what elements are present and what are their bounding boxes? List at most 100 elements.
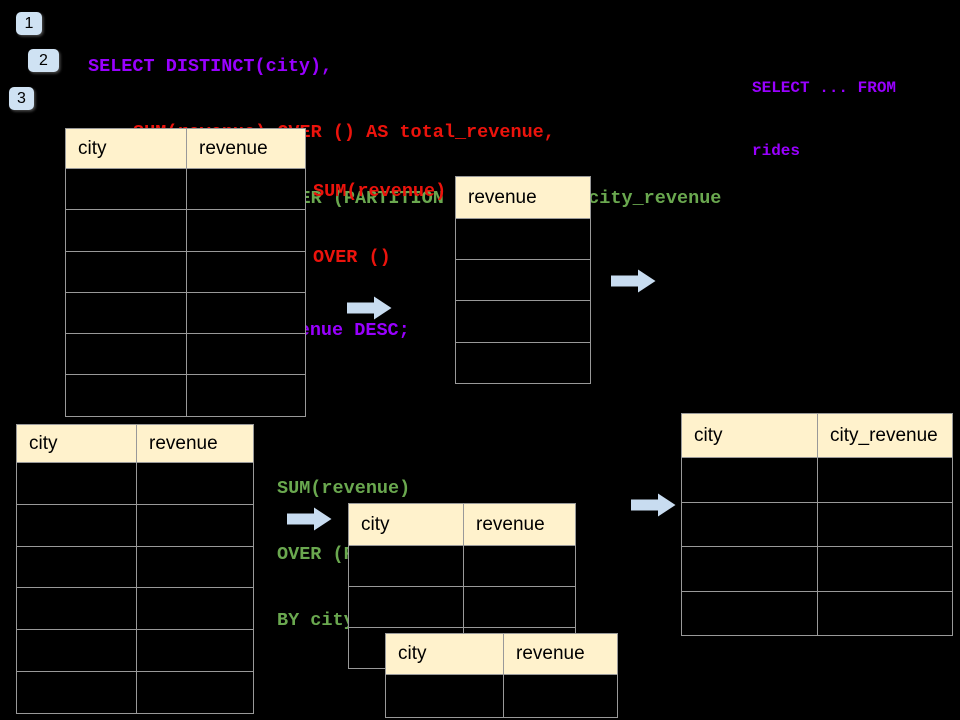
column-header: revenue — [503, 633, 618, 675]
table-cell — [65, 374, 187, 417]
table-cell — [455, 217, 591, 261]
arrow-right-icon — [611, 269, 656, 293]
table-cell — [186, 374, 306, 417]
table-row — [348, 586, 576, 628]
table-cell — [681, 546, 818, 592]
table-row — [16, 587, 254, 631]
table-cell — [65, 167, 187, 211]
label-line: SUM(revenue) — [313, 181, 447, 202]
side-note-line: SELECT ... FROM — [752, 79, 897, 97]
table-cell — [186, 209, 306, 252]
table-row — [65, 291, 306, 335]
table-cell — [136, 629, 254, 672]
column-header: city — [681, 413, 818, 458]
table-cell — [65, 250, 187, 293]
column-header: revenue — [136, 424, 254, 463]
table-cell — [65, 209, 187, 252]
table-header-row: revenue — [455, 176, 591, 219]
column-header: city_revenue — [817, 413, 953, 458]
table-row — [681, 457, 953, 503]
table-cell — [817, 590, 953, 636]
table-revenue-window-result: revenue — [455, 176, 591, 384]
table-row — [385, 674, 618, 718]
table-row — [455, 217, 591, 261]
arrow-right-icon — [287, 507, 332, 531]
table-cell — [136, 503, 254, 547]
column-header: revenue — [463, 503, 576, 546]
table-cell — [817, 457, 953, 503]
table-header-row: city city_revenue — [681, 413, 953, 458]
table-row — [681, 590, 953, 636]
table-cell — [681, 501, 818, 547]
table-cell — [348, 545, 464, 587]
table-cell — [455, 259, 591, 302]
table-header-row: city revenue — [385, 633, 618, 675]
table-row — [16, 462, 254, 505]
table-city-revenue-result: city city_revenue — [681, 413, 953, 636]
table-cell — [463, 545, 576, 587]
table-cell — [65, 291, 187, 335]
table-cell — [136, 670, 254, 714]
table-row — [65, 333, 306, 376]
table-row — [681, 546, 953, 592]
side-note-code: SELECT ... FROM rides — [752, 36, 896, 204]
table-cell — [16, 503, 137, 547]
table-row — [65, 209, 306, 252]
table-cell — [817, 546, 953, 592]
sql-line: SELECT DISTINCT(city), — [88, 56, 721, 78]
table-cell — [16, 587, 137, 631]
table-cell — [136, 587, 254, 631]
arrow-right-icon — [347, 296, 392, 320]
table-cell — [16, 462, 137, 505]
column-header: city — [385, 633, 504, 675]
table-row — [16, 545, 254, 589]
table-cell — [681, 457, 818, 503]
table-partition-group-2: city revenue — [385, 633, 618, 718]
table-cell — [65, 333, 187, 376]
table-cell — [503, 674, 618, 718]
column-header: city — [65, 128, 187, 169]
side-note-line: rides — [752, 142, 801, 160]
table-rides-source-partition: city revenue — [16, 424, 254, 714]
sql-line-text: SELECT DISTINCT(city), — [88, 56, 333, 77]
table-cell — [16, 670, 137, 714]
arrow-right-icon — [631, 493, 676, 517]
table-row — [65, 250, 306, 293]
table-cell — [186, 167, 306, 211]
table-cell — [385, 674, 504, 718]
table-cell — [186, 250, 306, 293]
table-row — [455, 259, 591, 302]
table-row — [16, 629, 254, 672]
step-badge-3: 3 — [9, 87, 34, 110]
table-row — [348, 545, 576, 587]
table-cell — [817, 501, 953, 547]
table-cell — [136, 462, 254, 505]
table-header-row: city revenue — [16, 424, 254, 463]
table-row — [455, 300, 591, 343]
table-cell — [455, 300, 591, 343]
table-cell — [16, 545, 137, 589]
table-header-row: city revenue — [348, 503, 576, 546]
step-badge-2: 2 — [28, 49, 59, 72]
table-cell — [136, 545, 254, 589]
table-cell — [463, 586, 576, 628]
step-badge-1: 1 — [16, 12, 42, 35]
table-cell — [348, 586, 464, 628]
table-row — [681, 501, 953, 547]
table-rides-source-total: city revenue — [65, 128, 306, 417]
table-cell — [681, 590, 818, 636]
table-header-row: city revenue — [65, 128, 306, 169]
column-header: city — [348, 503, 464, 546]
table-row — [16, 503, 254, 547]
table-row — [65, 167, 306, 211]
column-header: revenue — [186, 128, 306, 169]
total-revenue-window-label: SUM(revenue) OVER () — [313, 137, 446, 313]
table-cell — [16, 629, 137, 672]
column-header: city — [16, 424, 137, 463]
label-line: OVER () — [313, 247, 391, 268]
table-cell — [186, 291, 306, 335]
label-line: SUM(revenue) — [277, 478, 411, 499]
table-cell — [186, 333, 306, 376]
table-row — [16, 670, 254, 714]
